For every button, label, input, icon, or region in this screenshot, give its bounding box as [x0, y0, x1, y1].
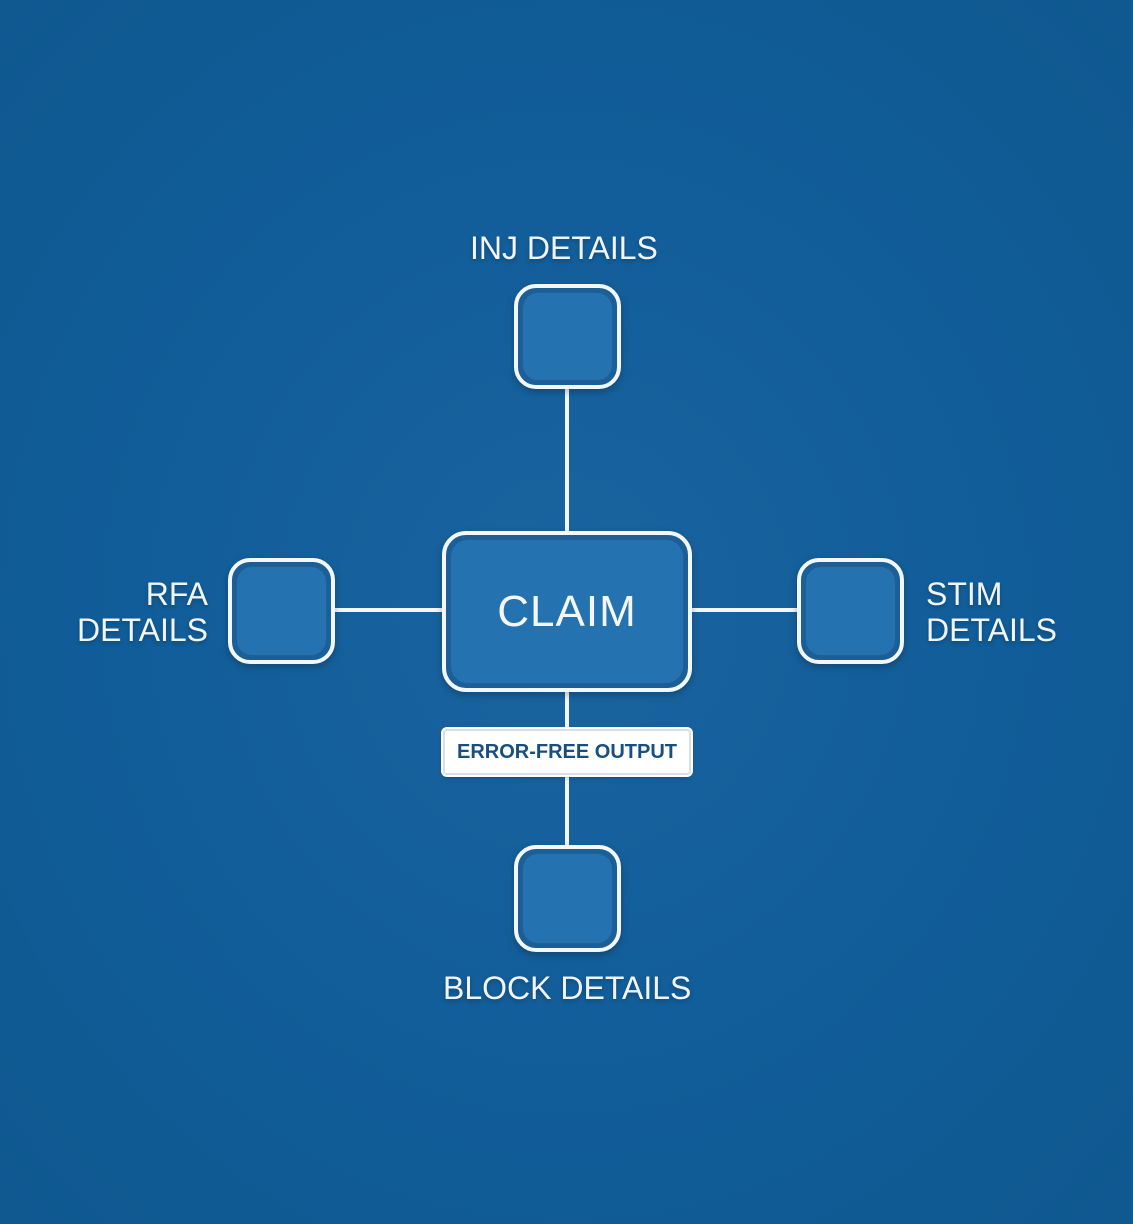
error-free-output-badge: ERROR-FREE OUTPUT: [443, 729, 691, 775]
connector-right: [689, 608, 801, 612]
stim-details-label: STIM DETAILS: [926, 576, 1057, 648]
rfa-label-line1: RFA: [145, 576, 208, 612]
connector-bottom-upper: [565, 688, 569, 730]
connector-top: [565, 385, 569, 535]
rfa-label-line2: DETAILS: [77, 612, 208, 648]
stim-details-node[interactable]: [797, 558, 904, 664]
connector-bottom-lower: [565, 774, 569, 850]
error-free-output-label: ERROR-FREE OUTPUT: [457, 740, 677, 763]
connector-left: [332, 608, 446, 612]
claim-node[interactable]: CLAIM: [442, 531, 692, 692]
inj-details-node[interactable]: [514, 284, 621, 389]
block-details-node[interactable]: [514, 845, 621, 952]
inj-details-label: INJ DETAILS: [470, 230, 658, 266]
claim-label: CLAIM: [497, 586, 637, 636]
block-details-label: BLOCK DETAILS: [443, 970, 692, 1006]
stim-label-line2: DETAILS: [926, 612, 1057, 648]
rfa-details-node[interactable]: [228, 558, 335, 664]
rfa-details-label: RFA DETAILS: [60, 576, 208, 648]
stim-label-line1: STIM: [926, 576, 1003, 612]
